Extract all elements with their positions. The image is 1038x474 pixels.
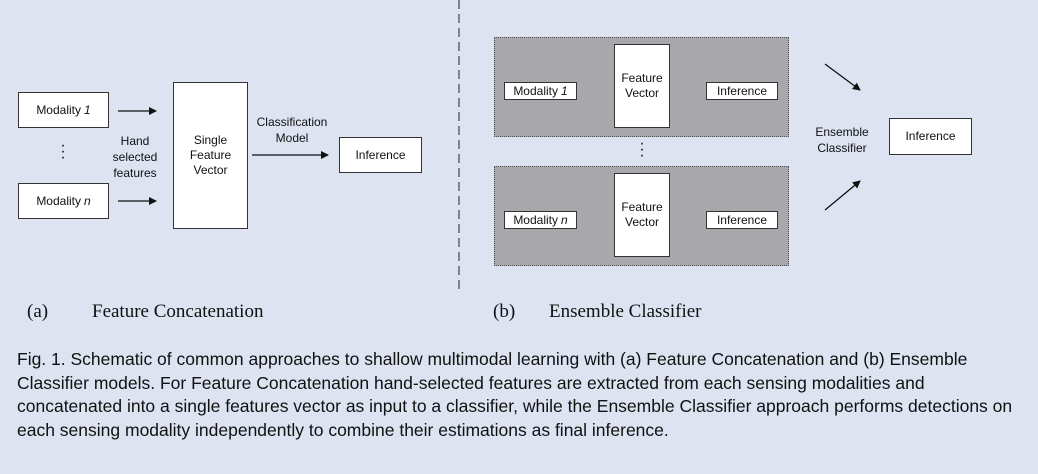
vertical-ellipsis-a: ··· [60,137,66,166]
feature-vector-box-b-top: Feature Vector [614,44,670,128]
inference-box-a: Inference [339,137,422,173]
panel-b-title: Ensemble Classifier [549,301,702,322]
inference-box-b-top: Inference [706,82,778,100]
inference-box-b-bottom: Inference [706,211,778,229]
panel-a-title: Feature Concatenation [92,301,264,322]
panel-a-letter: (a) [27,301,49,322]
ensemble-classifier-label: Ensemble Classifier [815,125,869,155]
hand-selected-features-label: Hand selected features [112,134,158,180]
figure-caption: Fig. 1. Schematic of common approaches t… [17,349,1013,440]
single-feature-vector-box: Single Feature Vector [173,82,248,229]
vertical-ellipsis-b: ··· [639,135,645,164]
feature-vector-box-b-bottom: Feature Vector [614,173,670,257]
arrow-b-top-to-ensemble [824,63,861,91]
panel-b-letter: (b) [493,301,516,322]
final-inference-box: Inference [889,118,972,155]
classification-model-label: Classification Model [256,115,328,145]
arrow-b-bottom-to-ensemble [824,180,861,211]
